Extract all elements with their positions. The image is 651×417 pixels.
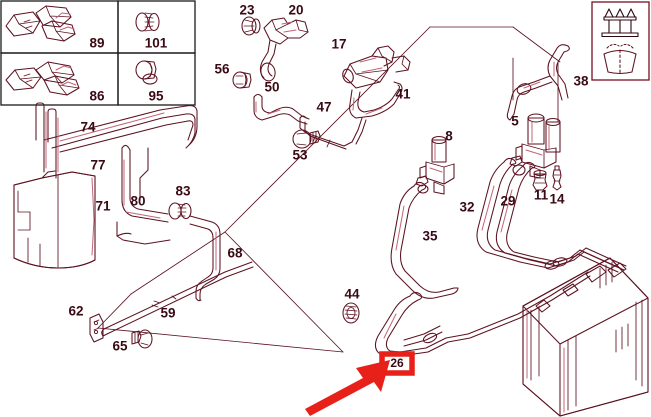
connector-parts-legend: 89 101 86 [0, 0, 196, 106]
callout-label-20: 20 [288, 3, 303, 18]
water-hose-50 [253, 93, 310, 125]
callout-label-5: 5 [511, 114, 519, 129]
perspective-reference-lines [97, 26, 561, 353]
callout-label-65: 65 [112, 339, 128, 354]
callout-label-41: 41 [395, 87, 411, 102]
grommet-icon [135, 60, 158, 85]
water-hoses-29-32 [476, 157, 587, 270]
legend-number-101: 101 [145, 36, 168, 51]
expansion-tank-assembly [13, 170, 96, 269]
callout-label-44: 44 [344, 287, 360, 302]
hose-71-80 [116, 144, 171, 245]
callout-label-32: 32 [459, 200, 474, 215]
legend-number-86: 86 [89, 89, 105, 104]
callout-label-68: 68 [227, 246, 243, 261]
callout-label-53: 53 [292, 148, 308, 163]
callout-label-17: 17 [331, 37, 346, 52]
spring-clamp-83-icon [168, 202, 192, 220]
grommet-53-icon [292, 129, 321, 149]
part-23-clamp-icon [241, 16, 261, 36]
coolant-line-68 [189, 215, 221, 302]
windshield-washer-icon [603, 43, 637, 75]
callout-label-29: 29 [500, 194, 515, 209]
grommet-56-icon [232, 71, 252, 89]
auxiliary-water-pump-17 [342, 45, 411, 119]
highlight-number: 26 [390, 356, 404, 370]
shut-off-valve-8 [415, 135, 455, 195]
callout-label-35: 35 [422, 229, 438, 244]
heater-core-assembly [487, 247, 649, 417]
legend-number-95: 95 [148, 89, 164, 104]
callout-label-8: 8 [445, 129, 453, 144]
heating-element-icon [601, 8, 639, 38]
water-hose-26 [374, 291, 491, 357]
multi-pin-connector-icon [5, 61, 80, 96]
coolant-pipe-59 [101, 261, 254, 337]
coolant-pipe-38 [506, 44, 570, 121]
callout-label-23: 23 [239, 3, 255, 18]
callout-label-14: 14 [549, 192, 565, 207]
callout-label-11: 11 [534, 188, 549, 203]
callout-label-71: 71 [95, 199, 111, 214]
coil-spring-clamp-icon [135, 12, 160, 32]
bracket-62-icon [89, 313, 104, 343]
callout-label-50: 50 [264, 80, 279, 95]
callout-label-80: 80 [130, 194, 145, 209]
spring-clamp-44-icon [342, 302, 360, 324]
callout-label-47: 47 [316, 100, 331, 115]
heater-control-valve-5 [509, 113, 561, 179]
grommet-65-icon [131, 329, 153, 349]
callout-label-56: 56 [214, 62, 230, 77]
callout-label-59: 59 [160, 306, 175, 321]
pointer-arrow [305, 360, 390, 416]
callout-label-74: 74 [80, 120, 96, 135]
callout-label-62: 62 [68, 304, 83, 319]
grommet-11-icon [532, 169, 548, 191]
legend-number-89: 89 [89, 36, 104, 51]
water-hose-35 [390, 181, 459, 299]
callout-label-38: 38 [573, 74, 589, 89]
multi-pin-connector-icon [5, 5, 76, 42]
part-20-washer-nozzle-bracket [259, 17, 309, 82]
function-symbols-legend [591, 1, 650, 81]
coolant-line-74-77 [35, 102, 198, 179]
bleed-screw-14-icon [552, 165, 562, 191]
callout-label-83: 83 [175, 184, 191, 199]
callout-label-77: 77 [90, 158, 105, 173]
